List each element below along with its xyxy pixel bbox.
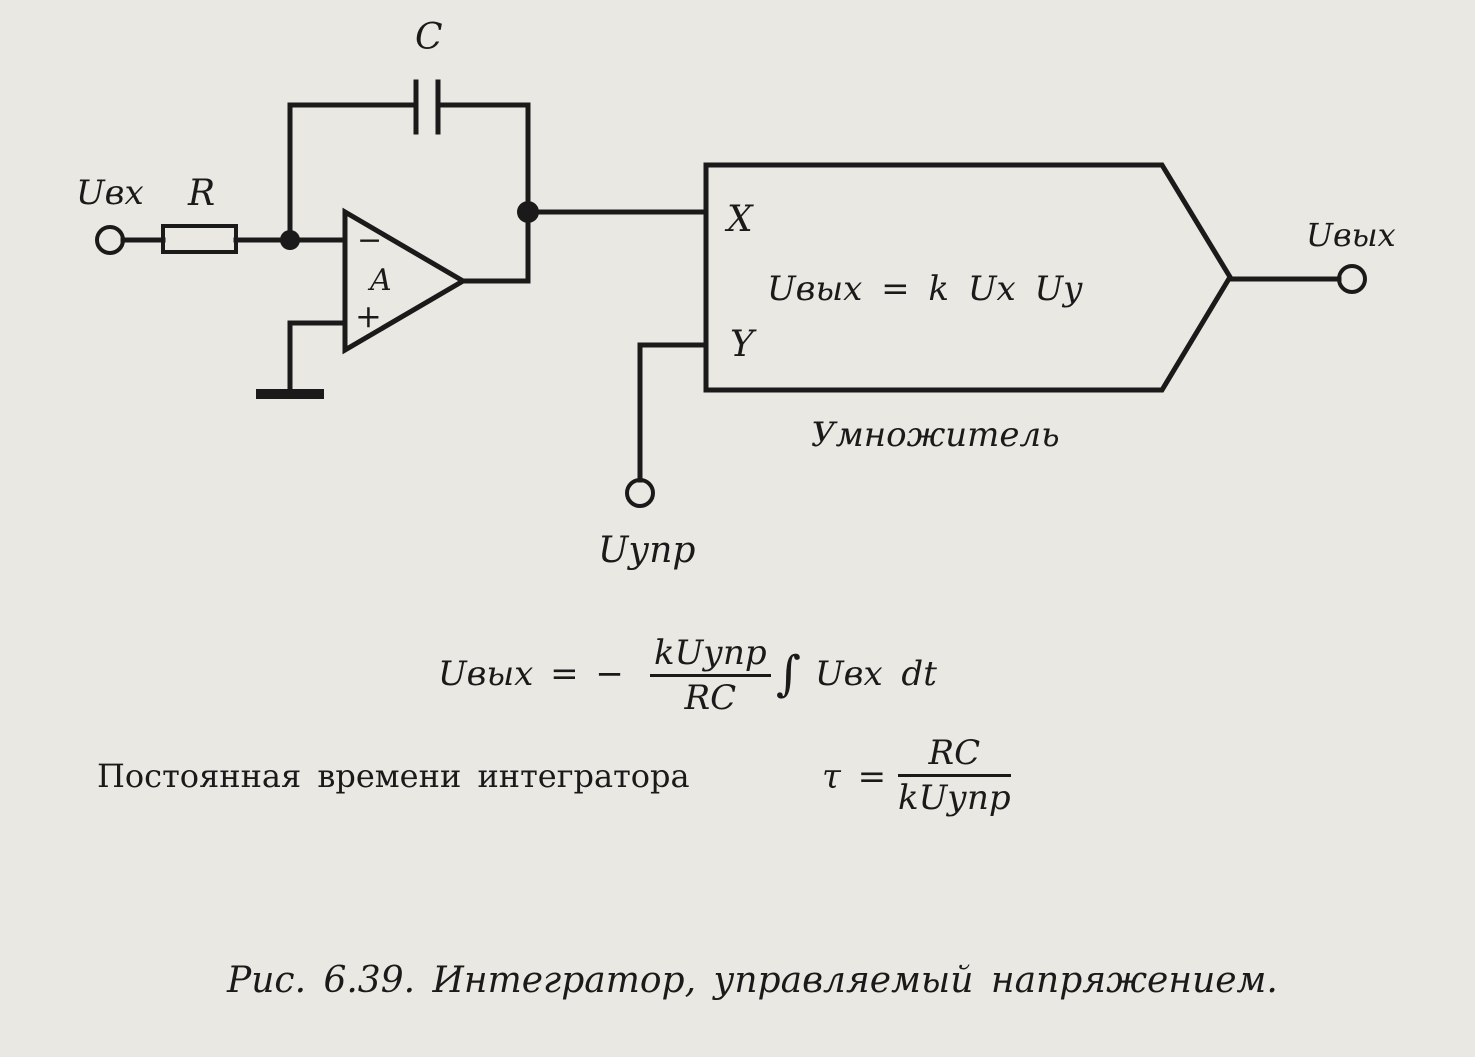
integral-sign: ∫ [776,646,802,702]
output-formula-numerator: kUупр [650,636,771,677]
multiplier-y-label: Y [730,324,754,365]
capacitor-label: C [415,17,443,58]
ground-wire [287,320,348,396]
output-formula-integrand: Uвх dt [815,654,937,694]
time-constant-fraction: RC kUупр [898,736,1011,815]
resistor-label: R [188,173,216,214]
resistor [161,224,238,254]
input-terminal [95,225,125,255]
control-wire [637,342,709,483]
multiplier-equation: Uвых = k Ux Uy [767,269,1083,309]
multiplier-block [703,162,1233,393]
figure-caption: Рис. 6.39. Интегратор, управляемый напря… [227,960,1278,1001]
opamp-minus-sign: − [357,223,383,258]
opamp-plus-sign: + [355,297,382,335]
feedback-wire-right [437,102,531,283]
time-constant-text: Постоянная времени интегратора [97,757,690,795]
time-constant-numerator: RC [898,736,1011,777]
output-formula-lhs: Uвых = − [438,654,624,694]
time-constant-lhs: τ = [822,757,887,797]
control-terminal [625,478,655,508]
output-label: Uвых [1306,216,1396,254]
multiplier-x-label: X [727,199,753,240]
time-constant-denominator: kUупр [898,778,1011,818]
output-terminal [1337,264,1367,294]
opamp-triangle [342,207,468,355]
output-formula-fraction: kUупр RC [650,636,771,715]
control-label: Uупр [598,530,696,571]
output-formula-denominator: RC [684,678,737,718]
opamp-label: A [370,263,392,298]
input-label: Uвх [76,173,144,213]
multiplier-name: Умножитель [811,415,1060,455]
feedback-wire-left [287,102,417,243]
